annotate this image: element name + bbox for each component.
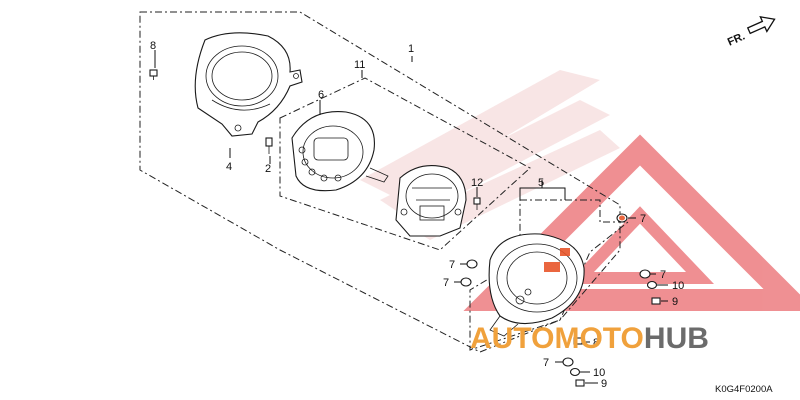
meter-back-cover-part xyxy=(488,233,585,337)
grommet-part-7 xyxy=(460,213,651,367)
front-arrow-icon xyxy=(746,15,776,35)
callout-7c: 7 xyxy=(449,259,455,271)
screw-part-8-lower xyxy=(573,337,583,345)
front-direction-indicator: FR. xyxy=(726,15,776,49)
screw-part-12 xyxy=(473,197,481,210)
callout-7b: 7 xyxy=(660,269,666,281)
direction-label: FR. xyxy=(726,30,747,48)
assembly-outline-1 xyxy=(139,11,621,353)
meter-case-part xyxy=(194,32,303,137)
leader-lines xyxy=(154,50,668,384)
screw-part-8 xyxy=(149,69,158,80)
callout-10b: 10 xyxy=(593,367,605,379)
assembly-outline-11 xyxy=(279,77,531,251)
callout-5: 5 xyxy=(538,177,544,189)
callout-9a: 9 xyxy=(672,296,678,308)
callout-7d: 7 xyxy=(443,277,449,289)
callout-9b: 9 xyxy=(601,378,607,390)
callout-2: 2 xyxy=(265,163,271,175)
callout-8a: 8 xyxy=(150,40,156,52)
washer-part-10 xyxy=(569,280,658,377)
watermark-word-hub: HUB xyxy=(644,322,709,355)
meter-lens-part xyxy=(291,110,389,192)
catalog-code: K0G4F0200A xyxy=(715,384,773,395)
callout-1: 1 xyxy=(408,43,414,55)
callout-10a: 10 xyxy=(672,280,684,292)
screw-part-2 xyxy=(265,137,273,154)
triangle-watermark xyxy=(463,134,800,311)
callout-7e: 7 xyxy=(543,357,549,369)
watermark-word-moto: MOTO xyxy=(554,322,643,355)
callout-6: 6 xyxy=(318,89,324,101)
callout-labels: 1 2 4 5 6 7 7 7 7 7 8 8 9 9 10 10 11 12 xyxy=(150,40,684,390)
meter-board-part xyxy=(395,165,467,237)
watermark-word-auto: AUTO xyxy=(470,322,554,355)
svg-text:AUTOMOTOHUB: AUTOMOTOHUB xyxy=(470,322,709,355)
callout-7a: 7 xyxy=(640,213,646,225)
callout-11: 11 xyxy=(354,59,365,71)
automotohub-watermark: AUTOMOTOHUB xyxy=(470,322,709,355)
screw-part-9 xyxy=(575,297,661,387)
callout-8b: 8 xyxy=(593,337,599,349)
callout-12: 12 xyxy=(471,177,483,189)
callout-4: 4 xyxy=(226,161,232,173)
